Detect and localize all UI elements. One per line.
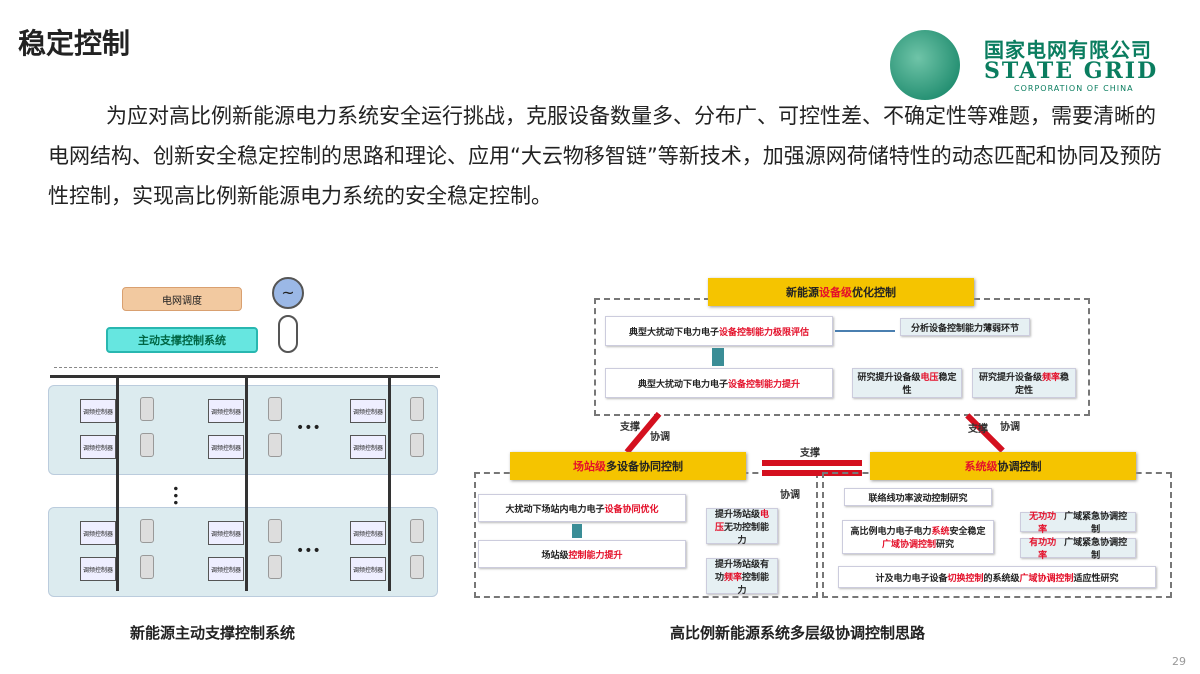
right-caption: 高比例新能源系统多层级协调控制思路	[670, 624, 926, 642]
inverter-icon	[268, 555, 282, 579]
ellipsis: •••	[168, 485, 182, 507]
station-voltage-box: 提升场站级电压无功控制能力	[706, 508, 778, 546]
station-frequency-box: 提升场站级有功频率控制能力	[706, 558, 778, 596]
voltage-box: 研究提升设备级电压稳定性	[852, 368, 962, 398]
active-box: 有功功率广域紧急协调控制	[1020, 538, 1136, 561]
inverter-icon	[410, 555, 424, 579]
generator-icon: ~	[272, 277, 304, 309]
body-paragraph: 为应对高比例新能源电力系统安全运行挑战，克服设备数量多、分布广、可控性差、不确定…	[48, 104, 1162, 208]
controller-box: 调频控制器	[208, 399, 244, 423]
system-box-2: 高比例电力电子电力系统安全稳定广域协调控制研究	[842, 520, 994, 554]
inverter-icon	[410, 519, 424, 543]
logo-en: STATE GRID	[984, 58, 1159, 84]
ellipsis: •••	[296, 543, 321, 559]
title-text: 新能源	[786, 286, 819, 299]
controller-box: 调频控制器	[350, 435, 386, 459]
feeder-line	[116, 375, 119, 591]
system-box-3: 计及电力电子设备切换控制的系统级广域协调控制适应性研究	[838, 566, 1156, 588]
reactive-box: 无功功率广域紧急协调控制	[1020, 512, 1136, 535]
coordinate-label: 协调	[780, 490, 800, 501]
station-box-2: 场站级控制能力提升	[478, 540, 686, 568]
down-arrow-icon	[572, 524, 582, 538]
support-system-box: 主动支撑控制系统	[106, 327, 258, 353]
station-level-title: 场站级多设备协同控制	[510, 452, 746, 480]
inverter-icon	[140, 433, 154, 457]
title-text: 优化控制	[852, 286, 896, 299]
ellipsis: •••	[296, 420, 321, 436]
logo-en-sub: CORPORATION OF CHINA	[1014, 84, 1134, 93]
left-caption: 新能源主动支撑控制系统	[130, 624, 296, 642]
controller-box: 调频控制器	[350, 557, 386, 581]
support-label: 支撑	[968, 424, 988, 435]
inverter-icon	[140, 555, 154, 579]
coordinate-label: 协调	[1000, 422, 1020, 433]
inverter-icon	[268, 397, 282, 421]
inverter-icon	[140, 519, 154, 543]
page-number: 29	[1172, 655, 1186, 668]
controller-box: 调频控制器	[350, 521, 386, 545]
device-box-1: 典型大扰动下电力电子设备控制能力极限评估	[605, 316, 833, 346]
globe-icon	[890, 30, 960, 100]
station-box-1: 大扰动下场站内电力电子设备协同优化	[478, 494, 686, 522]
inverter-icon	[268, 433, 282, 457]
inverter-icon	[268, 519, 282, 543]
link-strip	[762, 460, 862, 466]
controller-box: 调频控制器	[208, 435, 244, 459]
down-arrow-icon	[712, 348, 724, 366]
state-grid-logo: 国家电网有限公司 STATE GRID CORPORATION OF CHINA	[890, 30, 1170, 100]
controller-box: 调频控制器	[208, 521, 244, 545]
coordinate-label: 协调	[650, 432, 670, 443]
active-support-diagram: 电网调度 主动支撑控制系统 ~ 调频控制器调频控制器调频控制器调频控制器调频控制…	[40, 275, 450, 605]
link-strip	[762, 470, 862, 476]
support-label: 支撑	[620, 422, 640, 433]
feeder-line	[245, 375, 248, 591]
controller-box: 调频控制器	[80, 521, 116, 545]
transformer-icon	[278, 315, 298, 353]
inverter-icon	[410, 397, 424, 421]
title-red: 设备级	[819, 286, 852, 299]
controller-box: 调频控制器	[80, 557, 116, 581]
inverter-icon	[140, 397, 154, 421]
controller-box: 调频控制器	[208, 557, 244, 581]
dispatch-box: 电网调度	[122, 287, 242, 311]
controller-box: 调频控制器	[350, 399, 386, 423]
device-level-title: 新能源设备级优化控制	[708, 278, 974, 306]
controller-box: 调频控制器	[80, 435, 116, 459]
system-level-title: 系统级协调控制	[870, 452, 1136, 480]
slide-title: 稳定控制	[18, 27, 131, 60]
controller-box: 调频控制器	[80, 399, 116, 423]
analysis-box: 分析设备控制能力薄弱环节	[900, 318, 1030, 336]
frequency-box: 研究提升设备级频率稳定性	[972, 368, 1076, 398]
device-box-2: 典型大扰动下电力电子设备控制能力提升	[605, 368, 833, 398]
comm-line	[54, 367, 438, 368]
system-box-1: 联络线功率波动控制研究	[844, 488, 992, 506]
inverter-icon	[410, 433, 424, 457]
feeder-line	[388, 375, 391, 591]
logo-cn: 国家电网有限公司	[984, 38, 1152, 62]
arrow	[835, 330, 895, 332]
support-label: 支撑	[800, 448, 820, 459]
